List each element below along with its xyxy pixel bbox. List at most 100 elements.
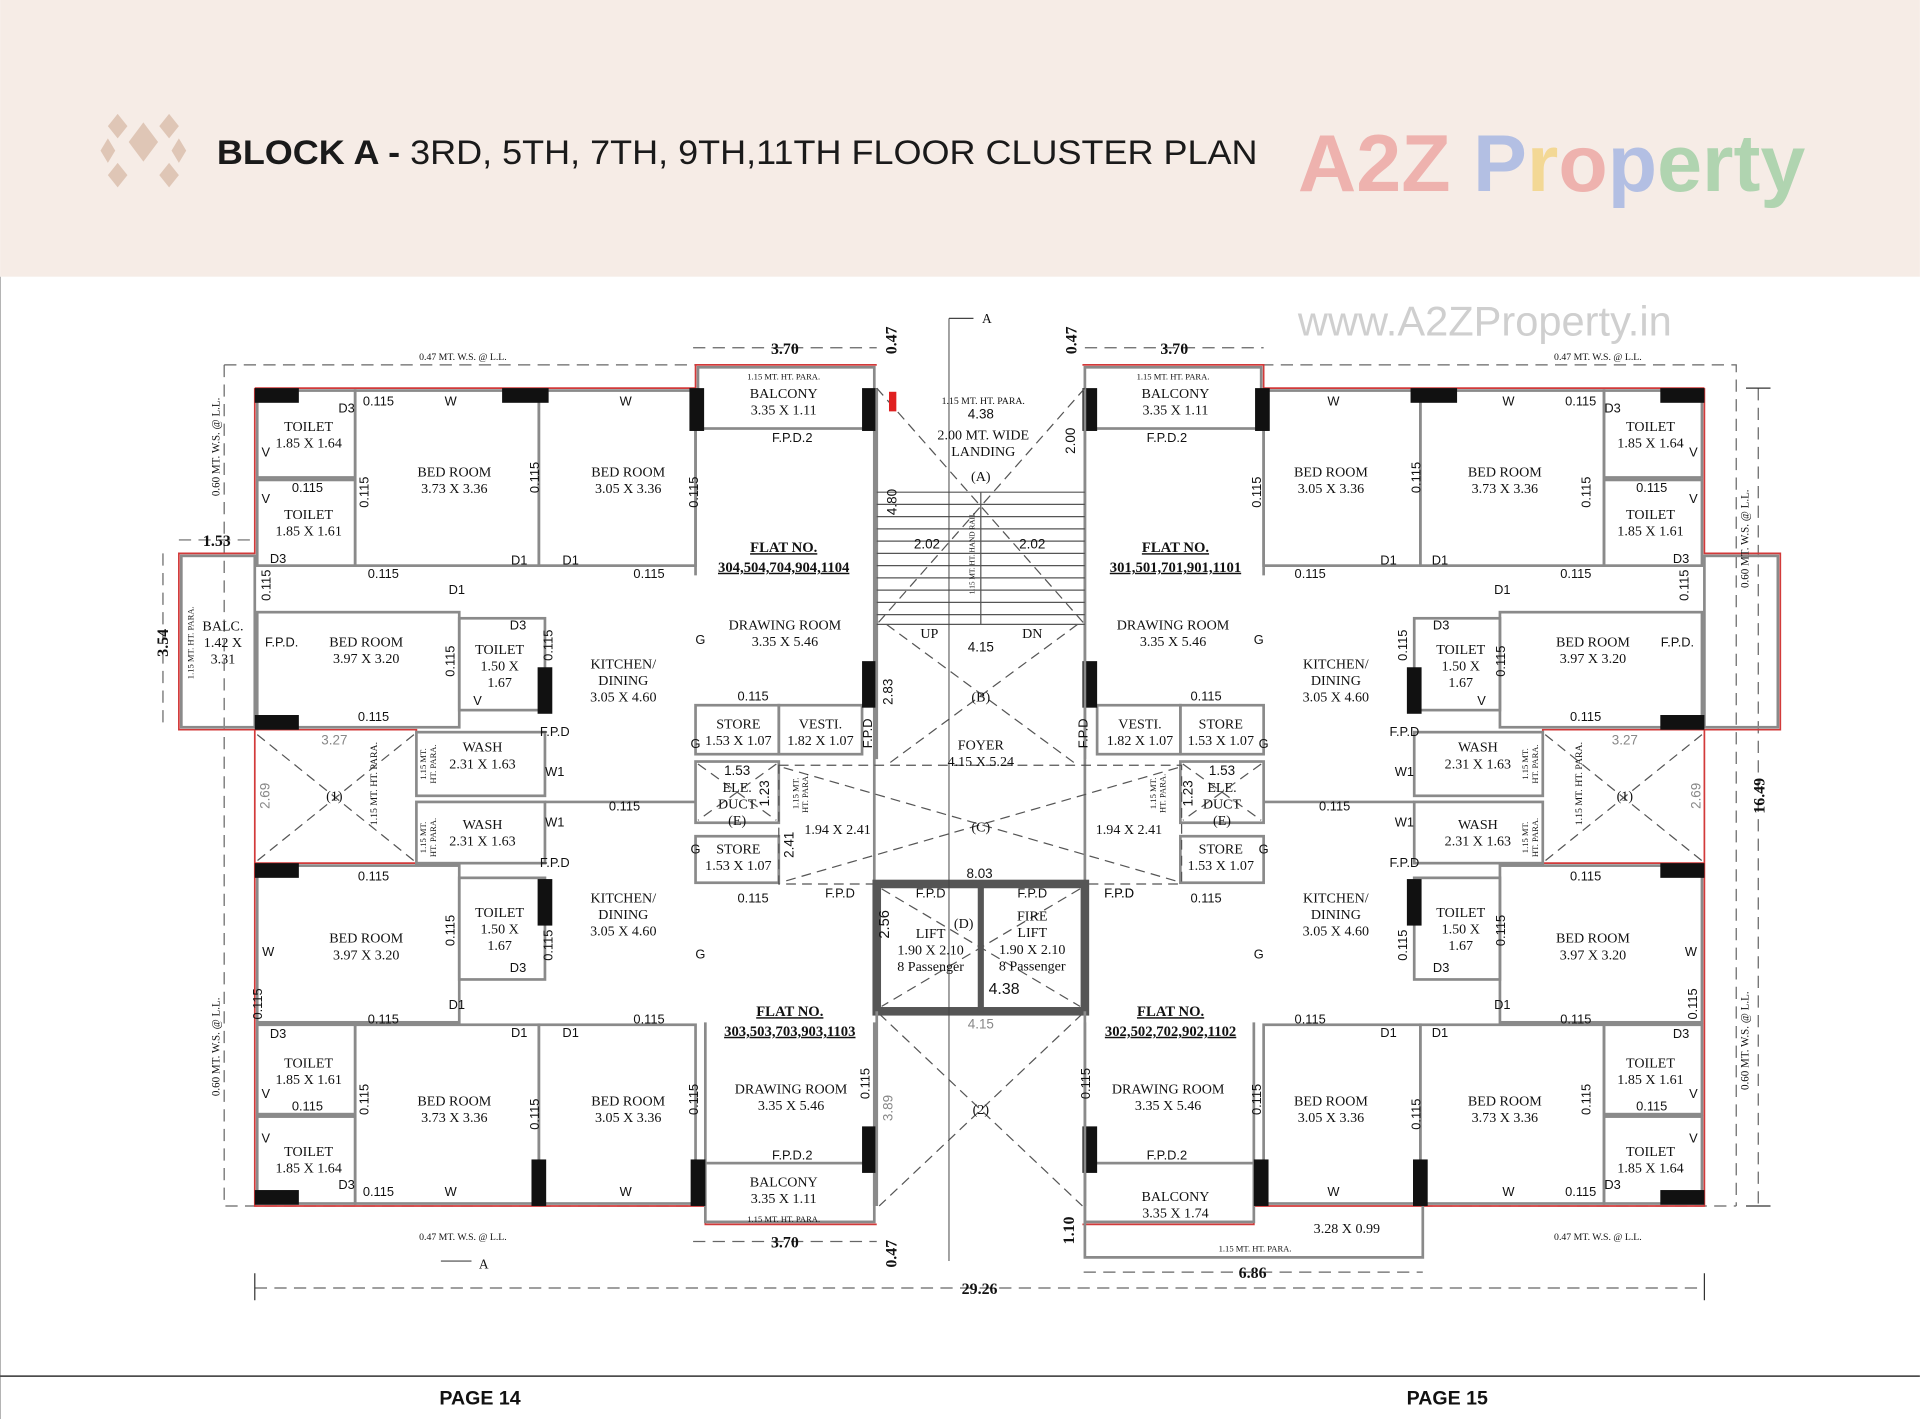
- annotation-note: 1.15 MT. HT. PARA.: [369, 742, 380, 825]
- plan-marker-mirror: D3: [1673, 1026, 1689, 1041]
- annotation-note: 0.60 MT. W.S. @ L.L.: [210, 997, 222, 1096]
- plan-marker: 0.115: [357, 477, 372, 508]
- plan-marker: W: [620, 393, 633, 408]
- flat-numbers: 301,501,701,901,1101: [1110, 560, 1241, 576]
- plan-marker-mirror: F.P.D.2: [1147, 1147, 1187, 1162]
- dimension-label: 1.53: [724, 763, 750, 778]
- room-label: DUCT: [1203, 797, 1242, 813]
- room-label: 1.85 X 1.64: [1617, 1160, 1683, 1176]
- room-label: TOILET: [284, 1056, 333, 1072]
- dimension-label: 2.00: [1063, 428, 1078, 454]
- plan-marker: 0.115: [527, 1099, 542, 1130]
- plan-marker: D3: [270, 1026, 286, 1041]
- plan-marker: F.P.D.2: [772, 1147, 812, 1162]
- room-label: ELE.: [1207, 780, 1236, 796]
- plan-marker: D1: [449, 582, 465, 597]
- flat-title: FLAT NO.: [1142, 540, 1210, 556]
- room-label: BED ROOM: [1468, 464, 1542, 480]
- dimension-label: 0.47: [883, 1240, 900, 1268]
- plan-marker: D3: [510, 617, 526, 632]
- plan-marker-mirror: 0.115: [1636, 1098, 1667, 1113]
- room-label: (1): [1617, 789, 1634, 805]
- plan-marker: 0.115: [527, 462, 542, 493]
- annotation-note: 1.15 MT. HT. PARA.: [1219, 1243, 1292, 1253]
- plan-marker: 0.115: [857, 1068, 872, 1099]
- room-label: STORE: [716, 716, 760, 732]
- room-label: 1.90 X 2.10: [897, 942, 963, 958]
- room-label: (E): [728, 813, 746, 829]
- plan-marker-mirror: D1: [1494, 582, 1510, 597]
- room-label: (D): [954, 916, 974, 932]
- plan-marker-mirror: 0.115: [1408, 462, 1423, 493]
- room-label: VESTI.: [1118, 716, 1161, 732]
- room-label: DRAWING ROOM: [1117, 617, 1230, 633]
- room-label: STORE: [1199, 716, 1243, 732]
- room-label: WASH: [1458, 817, 1498, 833]
- fire-door-marker: F.P.D: [916, 885, 946, 900]
- plan-marker-mirror: 0.115: [1493, 915, 1508, 946]
- room-label: 8 Passenger: [897, 959, 964, 975]
- plan-marker: 0.115: [737, 890, 768, 905]
- room-label: DUCT: [718, 797, 757, 813]
- plan-marker-mirror: 0.115: [1078, 1068, 1093, 1099]
- plan-marker: G: [691, 736, 701, 751]
- plan-marker-mirror: G: [1254, 632, 1264, 647]
- room-label: UP: [920, 626, 938, 642]
- staircase: [876, 491, 1085, 626]
- room-label: TOILET: [1626, 507, 1675, 523]
- dimension-label: 2.41: [781, 832, 796, 858]
- plan-marker-mirror: D1: [1432, 1025, 1448, 1040]
- flat-numbers: 303,503,703,903,1103: [724, 1024, 855, 1040]
- plan-marker: 0.115: [686, 1084, 701, 1115]
- room-label: STORE: [716, 841, 760, 857]
- plan-marker: F.P.D: [540, 724, 570, 739]
- plan-marker-mirror: D1: [1494, 997, 1510, 1012]
- plan-marker: 0.115: [540, 930, 555, 961]
- plan-marker-mirror: D1: [1380, 1025, 1396, 1040]
- plan-marker-mirror: G: [1259, 736, 1269, 751]
- room-label: STORE: [1199, 841, 1243, 857]
- room-label: 3.73 X 3.36: [421, 481, 487, 497]
- annotation-note: A: [982, 311, 992, 326]
- room-label: 3.97 X 3.20: [1560, 651, 1626, 667]
- dimension-label: 2.69: [1689, 783, 1704, 809]
- annotation-note: 0.60 MT. W.S. @ L.L.: [1739, 489, 1751, 588]
- room-label: TOILET: [284, 419, 333, 435]
- room-label: WASH: [463, 817, 503, 833]
- flat-title: FLAT NO.: [750, 540, 818, 556]
- plan-marker-mirror: 0.115: [1319, 799, 1350, 814]
- plan-marker: 0.115: [250, 988, 265, 1019]
- plan-marker: V: [262, 1130, 271, 1145]
- plan-marker-mirror: D3: [1433, 617, 1449, 632]
- dimension-label: 1.10: [1061, 1216, 1078, 1244]
- plan-marker-mirror: D1: [1380, 552, 1396, 567]
- room-label: 2.00 MT. WIDE: [937, 428, 1029, 444]
- plan-marker-mirror: V: [1689, 1086, 1698, 1101]
- annotation-note: 1.15 MT. HT. HAND RAIL: [968, 512, 977, 594]
- plan-marker: 0.115: [633, 566, 664, 581]
- annotation-note: A: [479, 1256, 489, 1271]
- annotation-note: 1.15 MT. HT. PARA.: [1137, 372, 1210, 382]
- room-label: TOILET: [475, 642, 524, 658]
- room-label: VESTI.: [799, 716, 842, 732]
- room-label: DINING: [598, 907, 648, 923]
- room-label: 3.31: [211, 652, 236, 668]
- room-label: BALC.: [202, 619, 243, 635]
- plan-marker: 0.115: [368, 566, 399, 581]
- plan-marker: 0.115: [357, 1084, 372, 1115]
- room-label: WASH: [1458, 740, 1498, 756]
- plan-marker: W: [445, 393, 458, 408]
- annotation-note: 1.15 MT. HT. PARA.: [186, 606, 196, 679]
- room-label: 3.97 X 3.20: [333, 651, 399, 667]
- dimension-label: 3.89: [881, 1095, 896, 1121]
- plan-marker: D1: [511, 552, 527, 567]
- plan-marker: D1: [562, 552, 578, 567]
- room-label: DRAWING ROOM: [735, 1081, 848, 1097]
- room-label: 1.67: [487, 938, 512, 954]
- dimension-label: 8.03: [966, 866, 992, 881]
- plan-marker: 0.115: [363, 1184, 394, 1199]
- room-label: BED ROOM: [591, 464, 665, 480]
- plan-marker-mirror: D3: [1604, 401, 1620, 416]
- room-label: 1.85 X 1.61: [1617, 524, 1683, 540]
